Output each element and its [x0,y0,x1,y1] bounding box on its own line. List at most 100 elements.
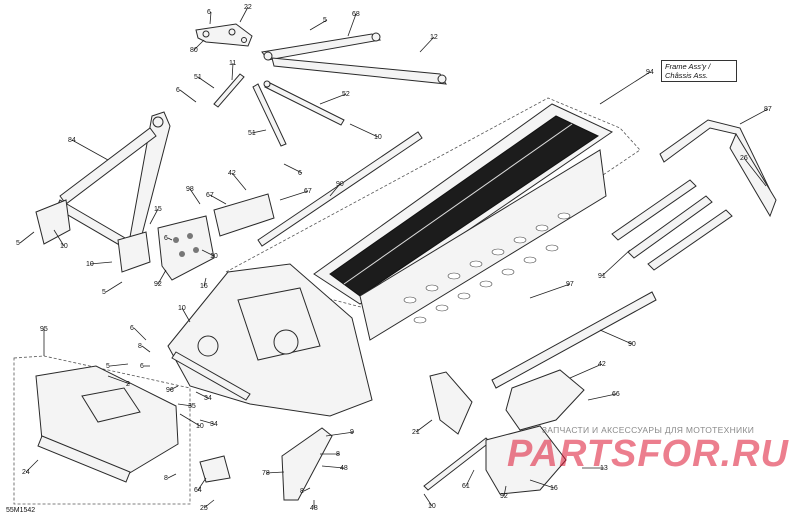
callout-number: 42 [228,170,236,177]
callout-number: 68 [352,11,360,18]
callout-number: 6 [164,235,168,242]
callout-number: 6 [140,363,144,370]
callout-number: 92 [154,281,162,288]
callout-leader [309,19,328,31]
callout-number: 5 [106,363,110,370]
callout-number: 6 [176,87,180,94]
callout-number: 51 [194,74,202,81]
callout-number: 24 [22,469,30,476]
callout-leader [193,39,205,51]
callout-leader [283,163,303,174]
callout-number: 67 [206,192,214,199]
callout-leader [465,469,475,487]
callout-leader [201,249,215,257]
callout-number: 35 [188,403,196,410]
callout-leader [109,363,129,367]
reinforcement-bars-91 [611,179,733,271]
callout-leader [19,231,35,244]
front-frame [167,263,373,417]
callout-number: 87 [764,106,772,113]
callout-number: 5 [102,289,106,296]
callout-number: 10 [374,134,382,141]
callout-leader [189,188,201,205]
callout-number: 84 [68,137,76,144]
callout-leader [265,471,285,474]
callout-leader [279,190,309,201]
footrest-plate-67 [213,193,275,237]
callout-leader [231,172,247,191]
callout-leader [503,485,507,497]
callout-leader [181,307,191,323]
callout-leader [167,237,173,241]
watermark-logo: PARTSFOR.RU [507,433,789,475]
callout-number: 78 [262,470,270,477]
callout-leader [325,431,355,437]
callout-leader [739,108,769,125]
callout-number: 52 [342,91,350,98]
rod-61 [423,437,491,491]
callout-number: 80 [190,47,198,54]
callout-number: 6 [130,325,134,332]
callout-number: 8 [164,475,168,482]
callout-leader [209,11,212,25]
steering-support-84 [35,111,171,273]
callout-number: 10 [428,503,436,510]
callout-leader [71,139,109,161]
watermark-slogan: ЗАПЧАСТИ И АКСЕССУАРЫ ДЛЯ МОТОТЕХНИКИ [541,425,755,435]
callout-leader [107,375,131,385]
callout-number: 10 [210,253,218,260]
callout-leader [169,385,179,391]
callout-leader [319,93,347,105]
callout-number: 8 [300,488,304,495]
callout-number: 48 [340,465,348,472]
tunnel-94 [224,97,641,341]
callout-number: 9 [350,429,354,436]
callout-number: 66 [612,391,620,398]
callout-number: 10 [178,305,186,312]
callout-number: 98 [186,186,194,193]
callout-leader [347,13,357,37]
callout-number: 16 [200,283,208,290]
callout-leader [599,71,651,105]
callout-leader [569,363,603,379]
bracket-78 [281,427,333,501]
callout-number: 67 [304,188,312,195]
footrest-92-right [485,425,567,495]
callout-leader [105,281,123,293]
rear-bumper-87 [659,119,777,218]
callout-number: 95 [40,326,48,333]
callout-leader [25,459,39,473]
callout-leader [743,157,767,187]
callout-leader [179,89,197,103]
callout-number: 21 [412,429,420,436]
callout-leader [197,76,215,89]
callout-number: 91 [598,273,606,280]
callout-leader [599,329,633,345]
callout-number: 51 [248,130,256,137]
callout-leader [251,129,267,134]
callout-number: 12 [430,34,438,41]
callout-number: 22 [244,4,252,11]
callout-leader [415,419,433,433]
callout-leader [167,473,177,479]
diagram-code: 55M1542 [6,507,36,514]
callout-number: 2 [126,381,130,388]
frame-title-line-1: Frame Ass'y / [665,62,711,71]
callout-leader [133,327,147,341]
callout-leader [239,6,249,23]
callout-number: 6 [298,170,302,177]
callout-leader [303,487,311,492]
bracket-21 [429,371,473,435]
callout-leader [529,283,571,299]
callout-number: 11 [229,60,236,67]
callout-leader [601,249,631,277]
callout-leader [203,277,207,287]
callout-number: 5 [16,240,20,247]
callout-leader [53,229,65,247]
callout-number: 10 [196,423,204,430]
callout-number: 15 [154,206,162,213]
callout-number: 97 [566,281,574,288]
callout-leader [329,183,341,197]
callout-leader [203,499,215,509]
